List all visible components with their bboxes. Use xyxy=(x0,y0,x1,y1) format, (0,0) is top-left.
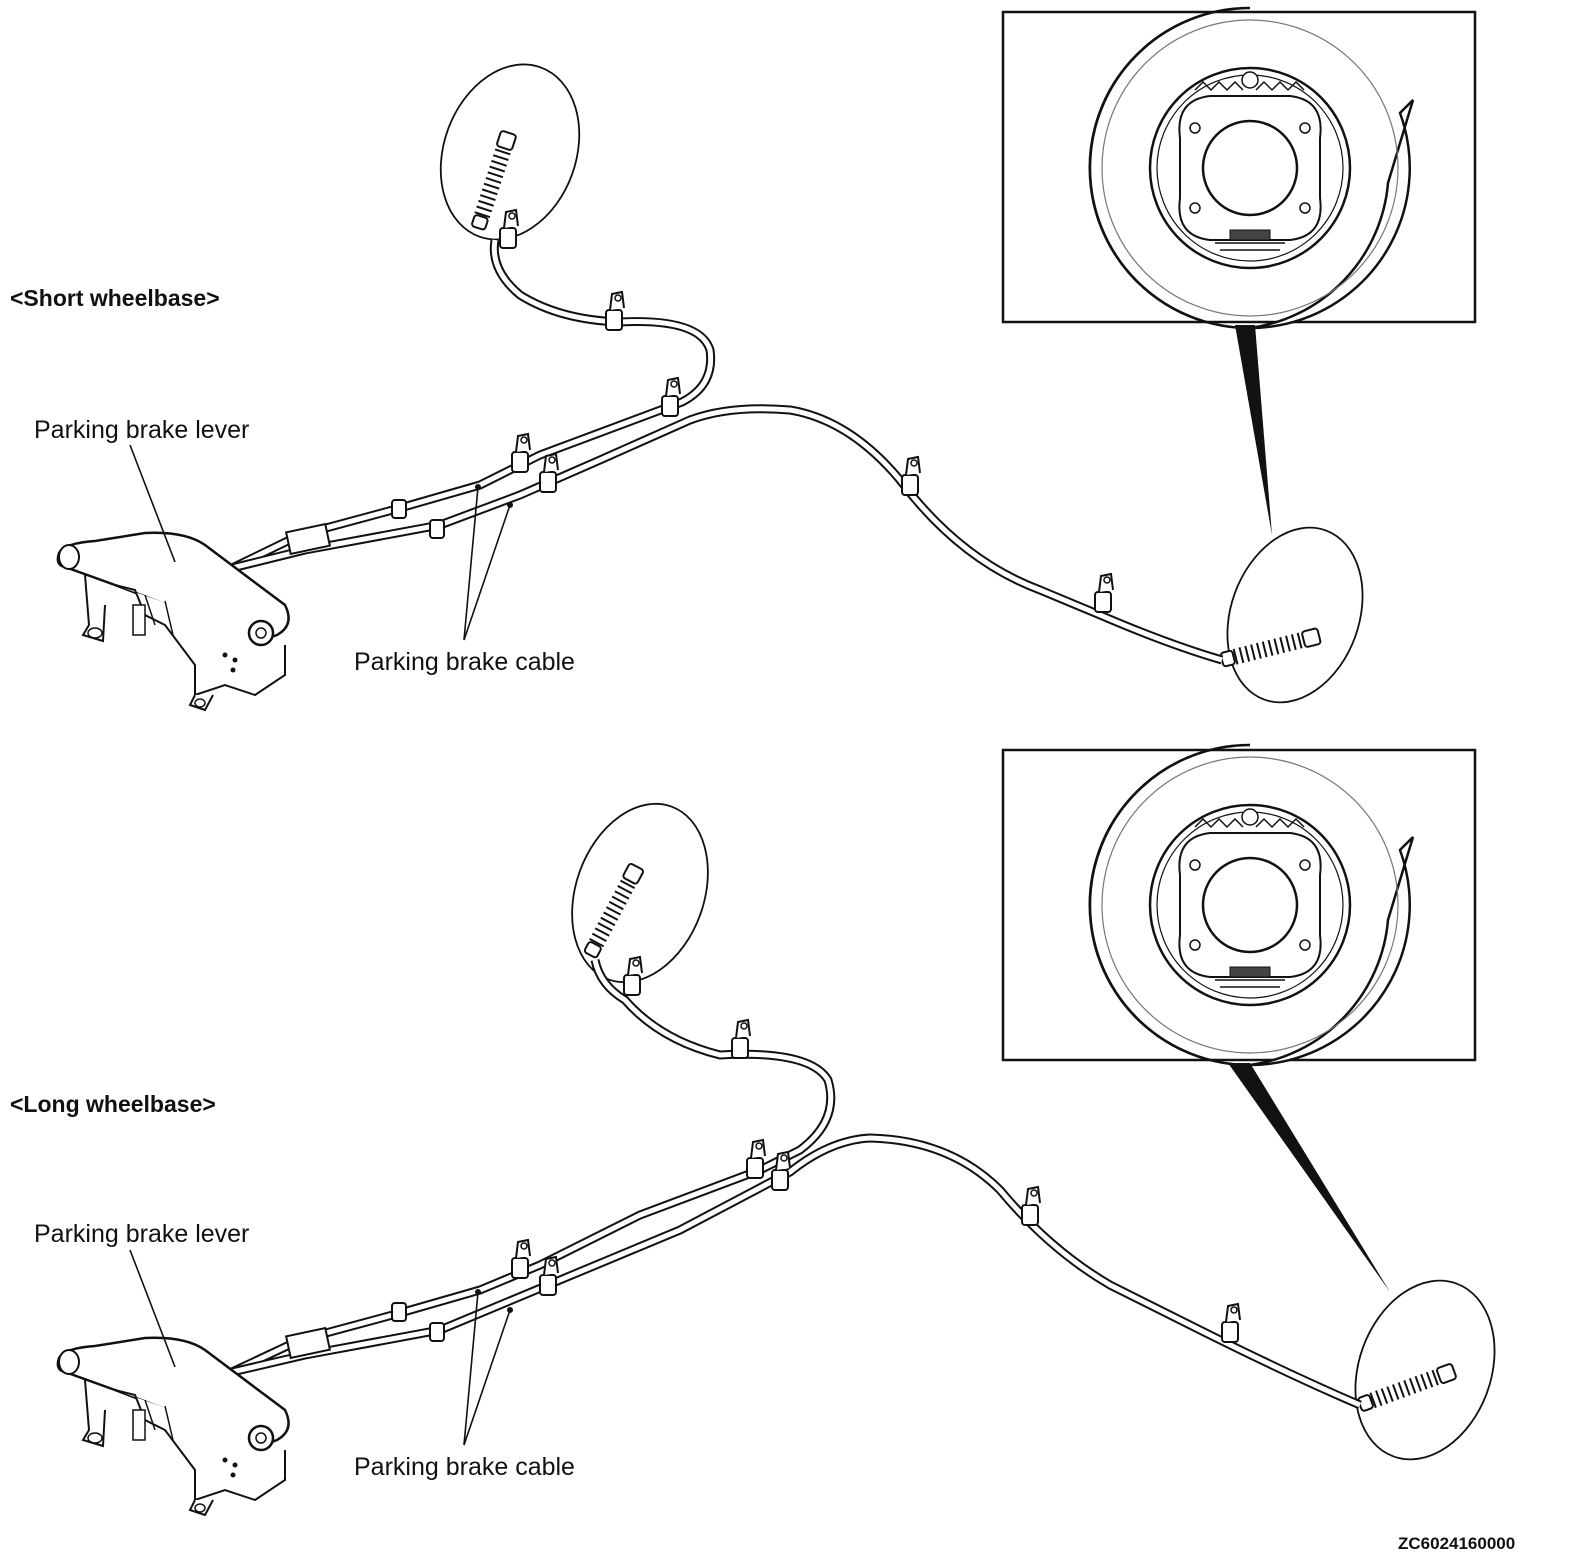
long-wheelbase-heading: <Long wheelbase> xyxy=(10,1091,216,1117)
short-wheelbase-heading: <Short wheelbase> xyxy=(10,285,220,311)
short-lever-label: Parking brake lever xyxy=(34,416,250,444)
long-lever-label: Parking brake lever xyxy=(34,1220,250,1248)
figure-code: ZC6024160000 xyxy=(1398,1534,1516,1553)
long-cable-label: Parking brake cable xyxy=(354,1453,575,1481)
short-cable-label: Parking brake cable xyxy=(354,648,575,676)
